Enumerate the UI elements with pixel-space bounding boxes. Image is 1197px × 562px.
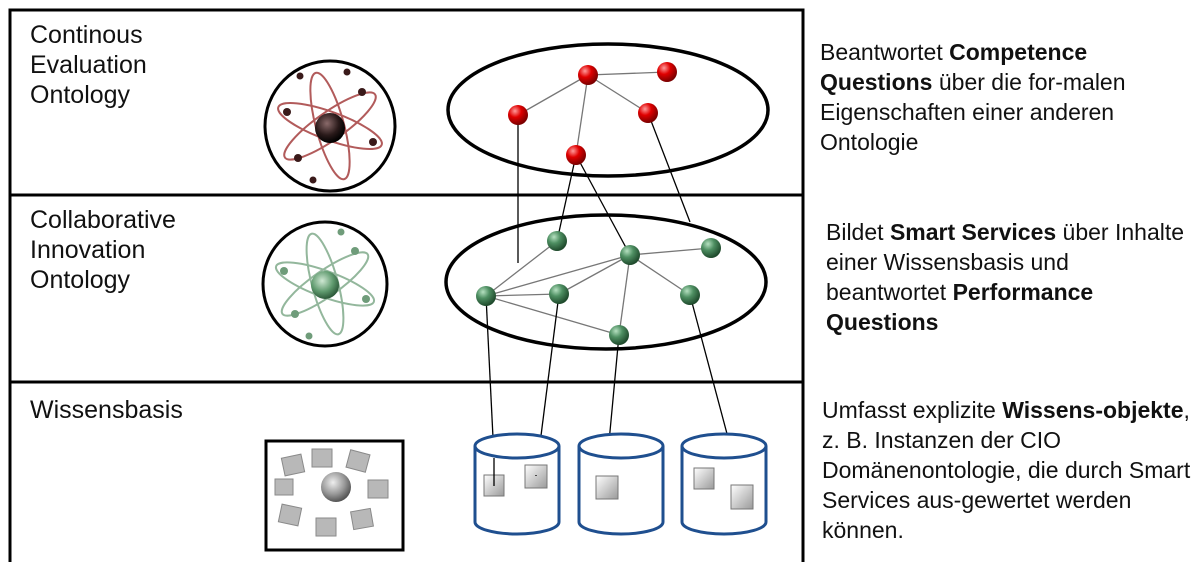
green-graph-edges <box>485 240 712 336</box>
graph-node <box>508 105 528 125</box>
graph-node <box>476 286 496 306</box>
red-graph-edges <box>517 71 668 156</box>
database-cylinders <box>473 432 768 536</box>
graph-node <box>547 231 567 251</box>
graph-node <box>566 145 586 165</box>
layer-description-evaluation: Beantwortet Competence Questions über di… <box>820 39 1126 155</box>
layer-description-knowledge-base: Umfasst explizite Wissens-objekte, z. B.… <box>822 397 1191 543</box>
document-icon <box>524 464 548 489</box>
top-ontology-ellipse <box>446 42 770 178</box>
graph-node <box>620 245 640 265</box>
graph-node <box>638 103 658 123</box>
layer-label-knowledge-base: Wissensbasis <box>30 396 183 424</box>
green-atom-icon <box>261 220 389 348</box>
document-icon <box>693 467 715 490</box>
database-cylinder-icon <box>577 432 665 536</box>
layer-frame-middle <box>8 193 805 384</box>
graph-node <box>680 285 700 305</box>
layer-frame-bottom <box>8 382 805 562</box>
graph-node <box>549 284 569 304</box>
cube-network-icon <box>264 439 405 552</box>
green-graph-nodes <box>476 231 721 345</box>
red-graph-nodes <box>508 62 677 165</box>
layer-label-innovation: Collaborative Innovation Ontology <box>30 206 176 294</box>
graph-node <box>609 325 629 345</box>
document-icons <box>483 464 754 510</box>
graph-node <box>578 65 598 85</box>
layer-label-evaluation: Continous Evaluation Ontology <box>30 21 147 109</box>
middle-ontology-ellipse <box>444 213 768 351</box>
document-icon <box>595 475 619 500</box>
document-icon <box>730 484 754 510</box>
red-atom-icon <box>263 59 397 193</box>
graph-node <box>701 238 721 258</box>
layer-description-innovation: Bildet Smart Services über Inhalte einer… <box>826 219 1185 335</box>
graph-node <box>657 62 677 82</box>
